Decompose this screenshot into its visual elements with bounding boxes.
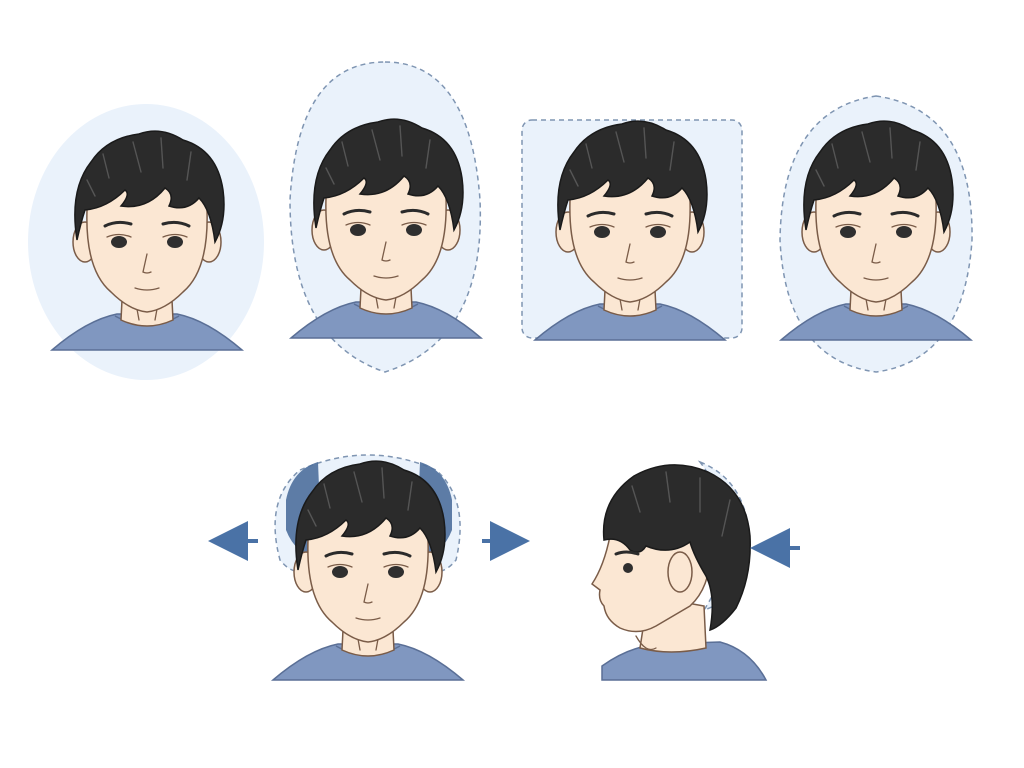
- panel-egg-face: [779, 95, 973, 373]
- panel-oval-face: [289, 61, 483, 373]
- panel-side-volume: [208, 454, 530, 682]
- panel-square-face: [521, 119, 743, 342]
- panel-round-face: [28, 104, 264, 380]
- panel-back-volume: [590, 460, 800, 682]
